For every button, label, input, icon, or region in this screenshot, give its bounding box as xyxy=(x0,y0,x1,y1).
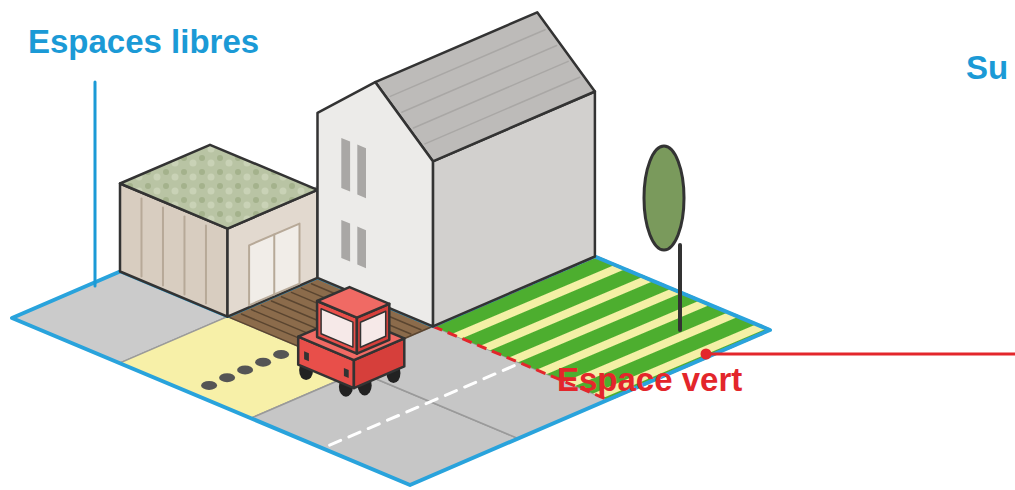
glass-door xyxy=(273,234,275,294)
window-shutter xyxy=(341,138,350,192)
label-text: Su xyxy=(966,50,1008,86)
stepping-stone xyxy=(201,381,217,390)
stepping-stone xyxy=(219,373,235,382)
label-text: Espaces libres xyxy=(28,24,259,60)
stepping-stone xyxy=(273,350,289,359)
tree-trunk xyxy=(678,245,682,330)
glass-door xyxy=(249,224,299,306)
roof-tiles xyxy=(390,30,545,97)
green-roof xyxy=(120,145,318,229)
headlight xyxy=(344,368,349,378)
gable-wall xyxy=(318,82,433,326)
car-window xyxy=(361,311,386,347)
glazing-frame xyxy=(162,208,164,286)
window-shutter xyxy=(357,145,366,199)
roof-tiles xyxy=(413,61,568,128)
leader-line xyxy=(94,82,97,286)
leader-line xyxy=(706,353,1015,356)
tree xyxy=(644,146,684,330)
leader-dot xyxy=(701,349,712,360)
stepping-stone xyxy=(237,365,253,374)
headlight xyxy=(304,351,309,361)
window-shutter xyxy=(357,227,366,269)
glazing-frame xyxy=(140,199,142,277)
glazing-frame xyxy=(205,226,207,304)
glazing-frame xyxy=(183,217,185,295)
car-window xyxy=(321,309,353,347)
leader-lines xyxy=(95,82,1015,360)
stepping-stone xyxy=(255,358,271,367)
window-shutter xyxy=(341,220,350,262)
label-text: Espace vert xyxy=(557,362,742,398)
tree-crown xyxy=(644,146,684,250)
car xyxy=(298,287,404,397)
roof-tiles xyxy=(425,77,580,144)
roof-tiles xyxy=(402,46,557,113)
